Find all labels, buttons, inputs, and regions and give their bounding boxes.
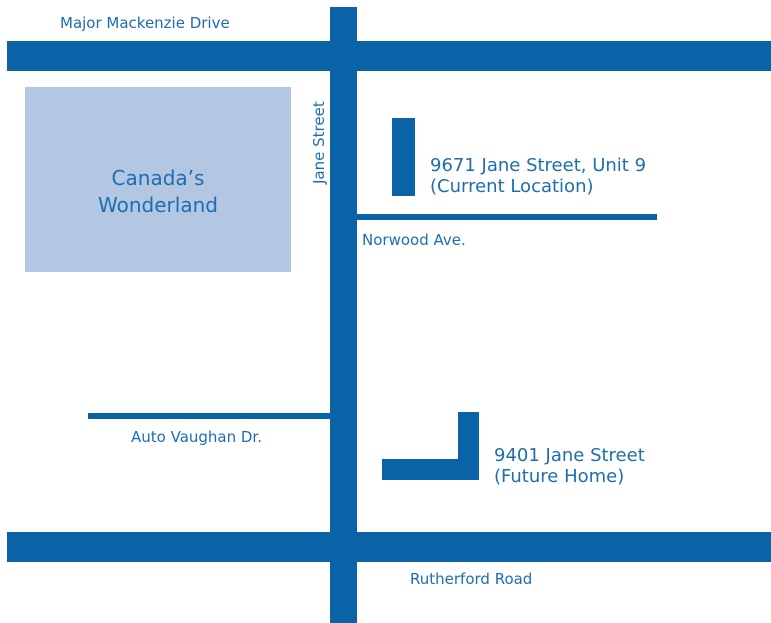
park-label-line1: Canada’s [111,166,205,190]
current-location-marker [392,118,415,196]
future-home-caption: (Future Home) [494,466,625,487]
canadas-wonderland-area [25,87,291,272]
norwood-ave-label: Norwood Ave. [362,231,466,249]
jane-street-road [330,7,357,623]
canadas-wonderland-label: Canada’s Wonderland [25,165,291,219]
major-mackenzie-road [7,41,771,71]
current-location-label: 9671 Jane Street, Unit 9 (Current Locati… [430,155,646,197]
future-home-label: 9401 Jane Street (Future Home) [494,445,645,487]
jane-street-label: Jane Street [310,101,328,184]
current-location-caption: (Current Location) [430,176,594,197]
auto-vaughan-road [88,413,330,419]
rutherford-road-label: Rutherford Road [410,570,533,588]
major-mackenzie-label: Major Mackenzie Drive [60,14,230,32]
auto-vaughan-label: Auto Vaughan Dr. [131,428,262,446]
future-home-address: 9401 Jane Street [494,445,645,466]
park-label-line2: Wonderland [98,193,218,217]
rutherford-road [7,532,771,562]
future-home-marker-horizontal [382,459,479,480]
norwood-ave-road [357,214,657,220]
current-location-address: 9671 Jane Street, Unit 9 [430,155,647,176]
